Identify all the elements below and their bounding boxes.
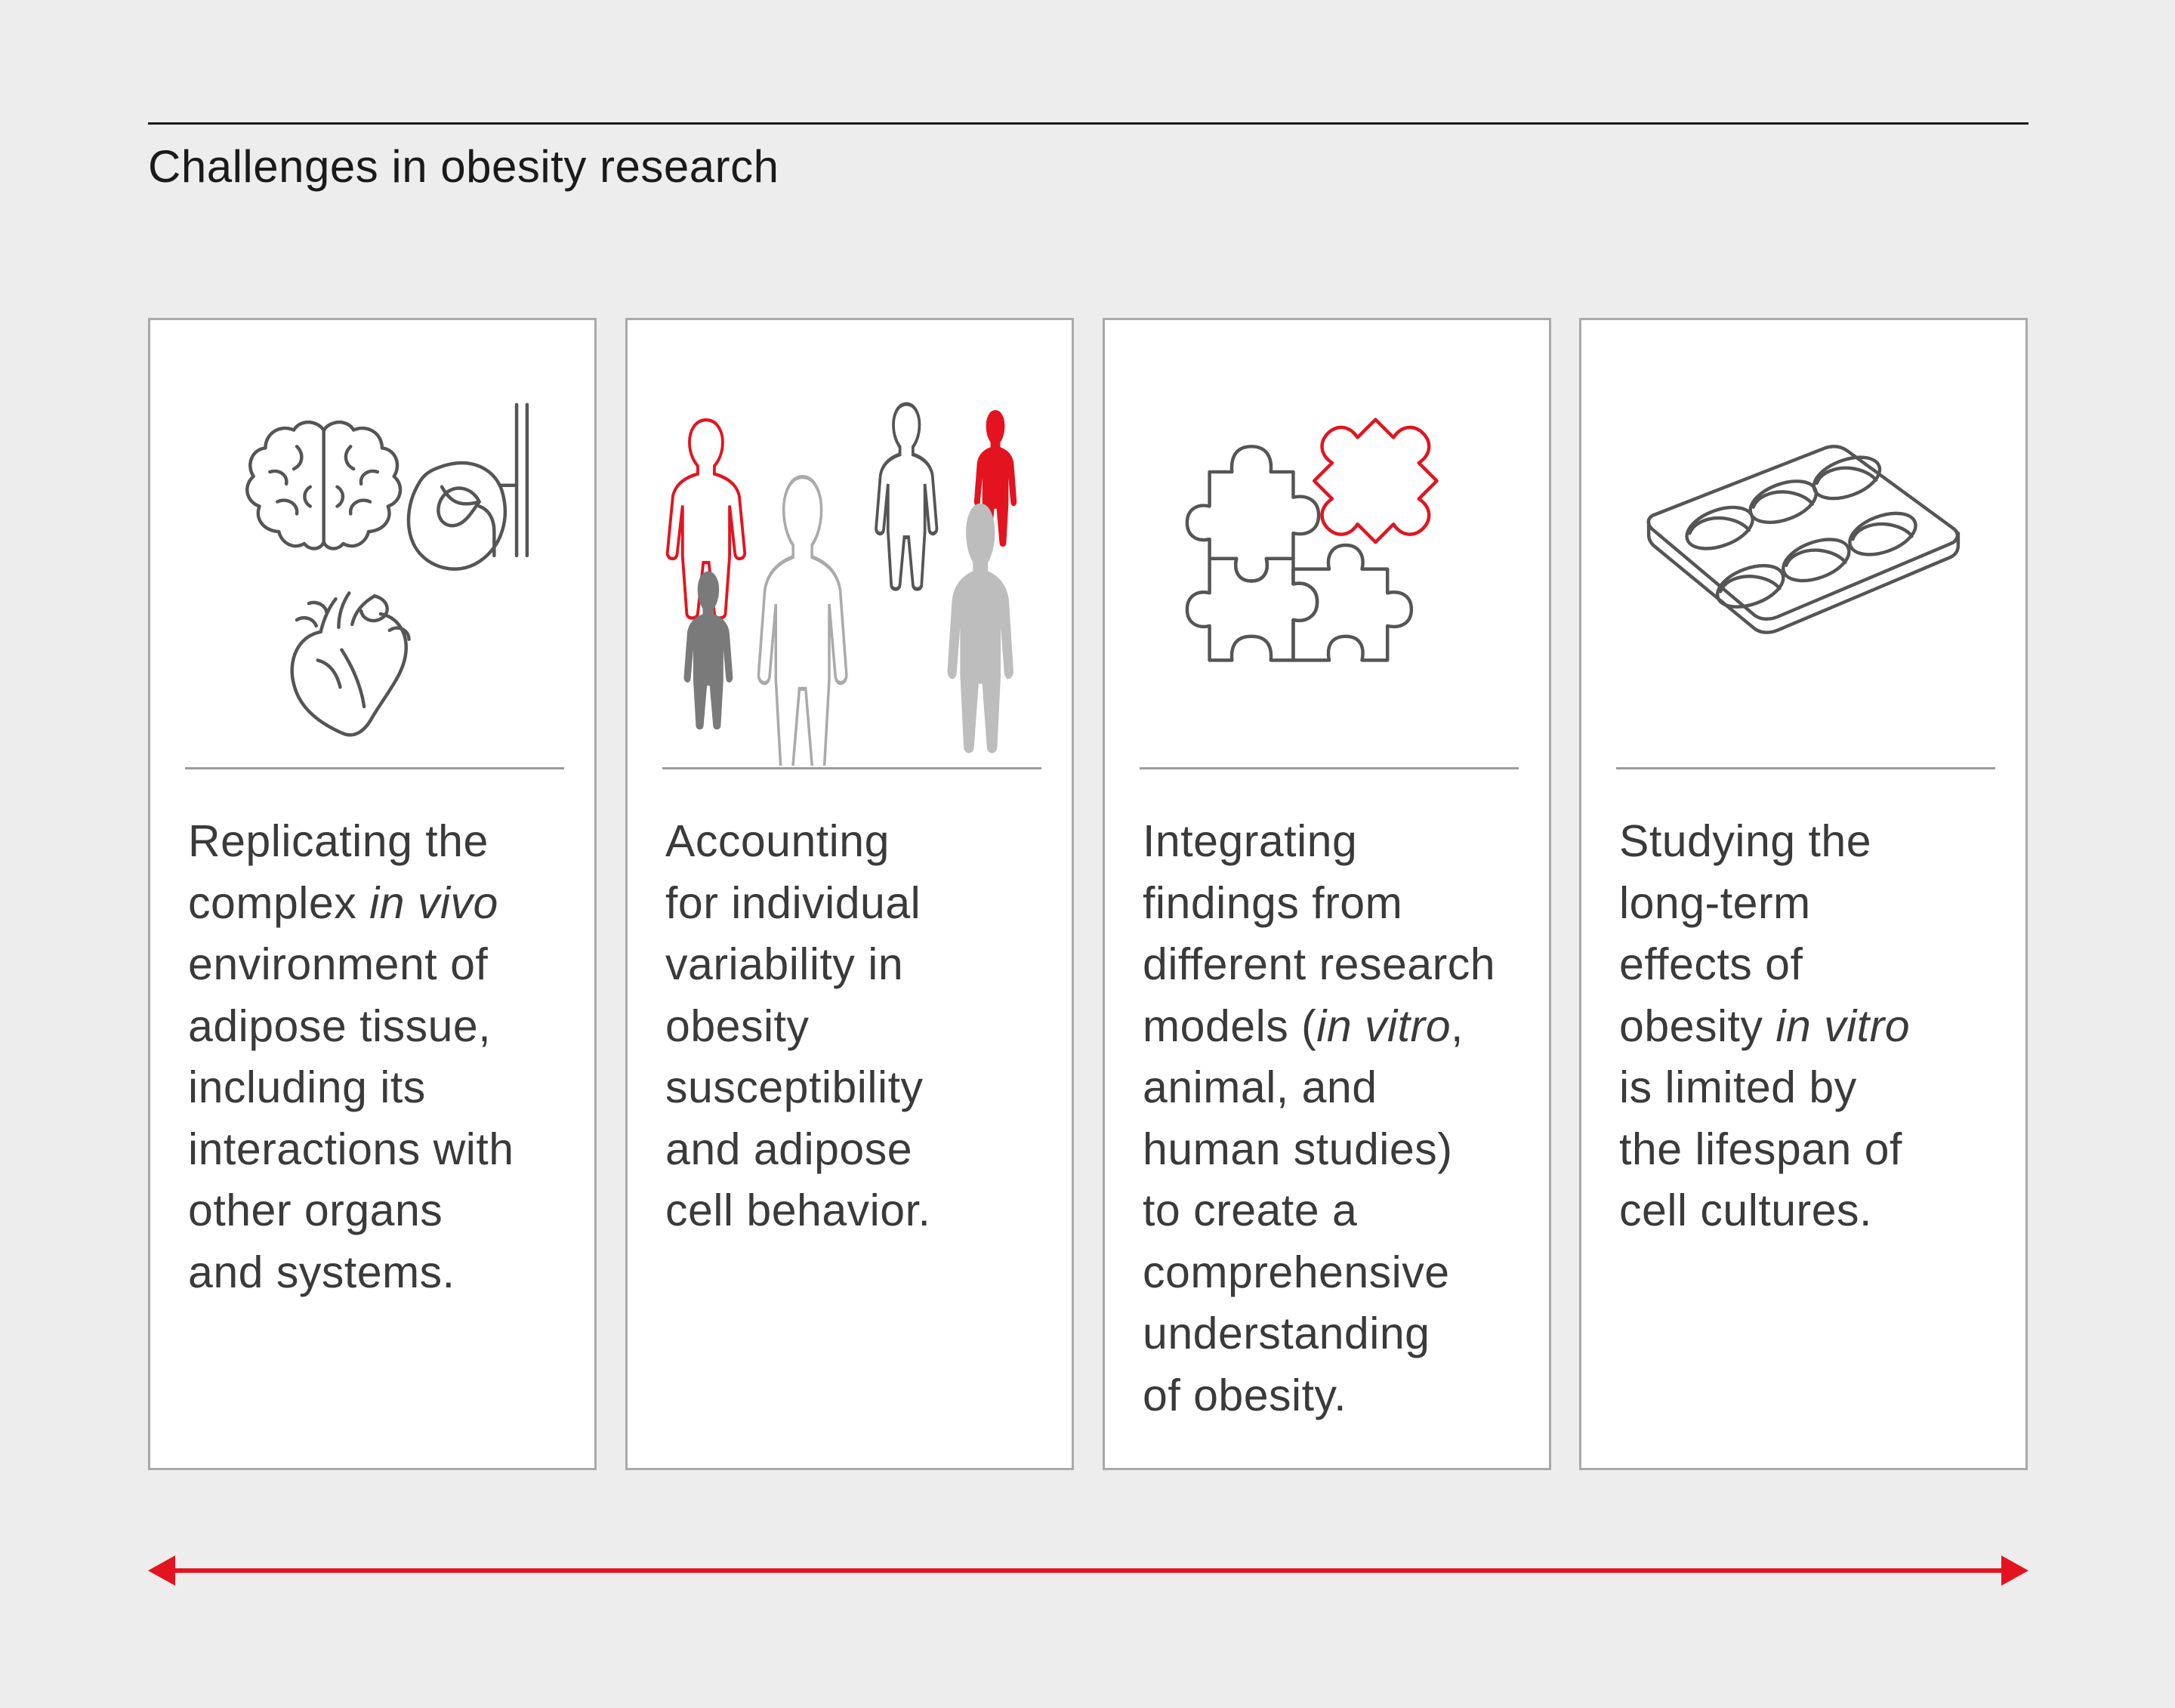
description-line: models (in vitro, (1143, 1000, 1464, 1051)
description-line: findings from (1143, 877, 1403, 928)
card-divider (662, 767, 1041, 769)
person-outline-dark-icon (876, 404, 936, 589)
brain-icon (245, 420, 403, 550)
description-line: animal, and (1143, 1062, 1378, 1112)
description-line: understanding (1143, 1309, 1430, 1358)
description-line: susceptibility (665, 1062, 924, 1112)
description-line: the lifespan of (1619, 1124, 1902, 1174)
description-line: of obesity. (1143, 1370, 1347, 1420)
card-divider (1616, 767, 1995, 769)
kidney-icon (406, 402, 529, 571)
page-title: Challenges in obesity research (148, 141, 779, 192)
person-filled-dark-icon (683, 571, 733, 730)
card-description: Replicating the complex in vivo environmen… (188, 811, 588, 1303)
description-line: Accounting (665, 816, 890, 866)
description-line: cell cultures. (1619, 1185, 1872, 1235)
description-line: and adipose (665, 1124, 913, 1174)
card-divider (1140, 767, 1519, 769)
timeline-double-arrow (148, 1555, 2028, 1586)
arrow-right-head (2001, 1555, 2028, 1586)
puzzle-pieces-icon (1185, 418, 1439, 662)
puzzle-piece-red-icon (1312, 418, 1439, 544)
description-line: and systems. (188, 1247, 455, 1297)
heart-icon (290, 591, 411, 737)
description-line: variability in (665, 939, 904, 989)
description-line: Integrating (1143, 816, 1358, 866)
challenge-card-variability: Accounting for individual variability in ob… (625, 318, 1074, 1470)
description-line: is limited by (1619, 1062, 1857, 1112)
description-line: interactions with (188, 1124, 514, 1174)
top-rule (148, 122, 2028, 125)
description-line: Replicating the (188, 816, 489, 866)
puzzle-piece-icon (1291, 543, 1414, 662)
well-plate-icon (1646, 445, 1961, 634)
card-description: Integrating findings from different resear… (1143, 811, 1543, 1426)
description-line: obesity in vitro (1619, 1000, 1911, 1051)
description-line: complex in vivo (188, 877, 498, 928)
card-divider (185, 767, 564, 769)
description-line: comprehensive (1143, 1247, 1450, 1297)
puzzle-piece-icon (1185, 445, 1321, 583)
card-description: Accounting for individual variability in ob… (665, 811, 1066, 1242)
arrow-left-head (148, 1555, 175, 1586)
description-line: long-term (1619, 877, 1811, 928)
description-line: adipose tissue, (188, 1000, 492, 1051)
description-line: other organs (188, 1185, 443, 1235)
puzzle-piece-icon (1185, 556, 1319, 662)
challenge-card-organs: Replicating the complex in vivo environmen… (148, 318, 597, 1470)
description-line: including its (188, 1062, 426, 1112)
organs-icon (245, 402, 529, 737)
description-line: obesity (665, 1000, 810, 1051)
person-outline-light-icon (758, 477, 846, 766)
human-figures-icon (628, 320, 1017, 766)
challenge-card-longterm: Studying the long-term effects of obesity i… (1579, 318, 2028, 1470)
description-line: human studies) (1143, 1124, 1453, 1174)
description-line: different research (1143, 939, 1496, 989)
description-line: for individual (665, 877, 921, 928)
description-line: cell behavior. (665, 1185, 931, 1235)
description-line: to create a (1143, 1185, 1358, 1235)
challenge-card-integration: Integrating findings from different resear… (1103, 318, 1551, 1470)
description-line: effects of (1619, 939, 1803, 989)
description-line: Studying the (1619, 816, 1872, 866)
card-description: Studying the long-term effects of obesity i… (1619, 811, 2019, 1242)
description-line: environment of (188, 939, 489, 989)
